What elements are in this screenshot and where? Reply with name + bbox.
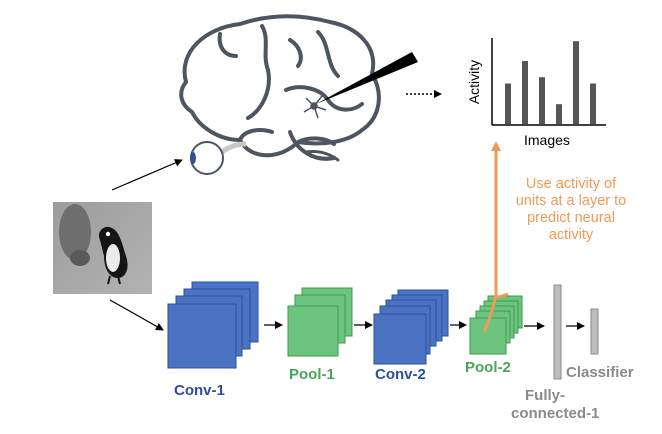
pool1-label: Pool-1: [289, 366, 335, 383]
plot-ylabel: Activity: [466, 59, 483, 105]
neuron-icon: [303, 95, 327, 119]
activity-bar: [590, 83, 596, 124]
activity-bar: [573, 41, 579, 125]
activity-bar: [556, 104, 562, 124]
electrode-probe-icon: [316, 52, 418, 104]
fc1-label-line-2: connected-1: [511, 405, 600, 422]
brain-outline-icon: [179, 14, 381, 162]
annotation-line-3: predict neural: [527, 210, 615, 226]
activity-plot: [491, 38, 606, 126]
prediction-arrow-spur: [495, 292, 509, 300]
photo-to-eye-arrow: [111, 159, 183, 191]
activity-bar: [539, 77, 545, 124]
activity-bar: [522, 61, 528, 124]
conv2-block: [373, 289, 449, 365]
annotation-line-4: activity: [548, 227, 594, 243]
optic-nerve: [220, 141, 247, 155]
annotation-line-2: units at a layer to: [515, 193, 627, 209]
fc1-block: [553, 284, 562, 380]
classifier-block: [590, 308, 599, 355]
recording-arrow-head: [434, 90, 442, 98]
fc1-label: Fully- connected-1: [511, 387, 607, 423]
activity-bar: [505, 83, 511, 124]
classifier-label: Classifier: [566, 364, 634, 381]
conv2-label: Conv-2: [375, 366, 426, 383]
pool1-block: [287, 287, 353, 357]
plot-xlabel: Images: [524, 132, 570, 148]
annotation-line-1: Use activity of: [525, 176, 617, 192]
penguin-photo: [53, 202, 152, 294]
fc1-label-line-1: Fully-: [525, 387, 565, 404]
photo-to-conv1-arrow: [109, 299, 164, 331]
eye-icon: [190, 141, 224, 175]
conv1-label: Conv-1: [174, 382, 225, 399]
pool2-label: Pool-2: [465, 359, 511, 376]
pool2-block: [469, 295, 523, 355]
annotation-text: Use activity of units at a layer to pred…: [506, 176, 636, 244]
conv1-block: [167, 281, 259, 369]
